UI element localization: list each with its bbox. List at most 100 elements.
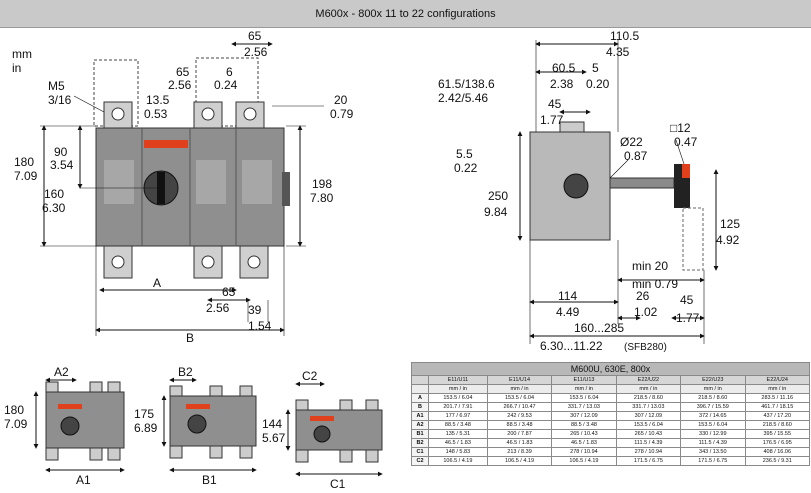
dim-b2: B2 xyxy=(178,365,193,379)
unit-cell: mm / in xyxy=(551,384,617,394)
table-cell: 218.5 / 8.60 xyxy=(680,393,746,403)
table-cell: 213 / 8.39 xyxy=(486,447,553,457)
table-cell: 111.5 / 4.39 xyxy=(615,438,682,448)
dim-160-285-in: 6.30...11.22 xyxy=(540,339,603,353)
table-cell: 148 / 5.83 xyxy=(428,447,488,457)
table-cell: 307 / 12.09 xyxy=(551,411,617,421)
table-cell: 331.7 / 13.03 xyxy=(551,402,617,412)
side-view: 110.5 4.35 61.5/138.6 2.42/5.46 60.5 2.3… xyxy=(438,29,740,353)
dim-a-180-in: 7.09 xyxy=(4,417,28,431)
bolt-icon xyxy=(201,107,215,121)
dim-65-top-in: 2.56 xyxy=(244,45,268,59)
dim-c1: C1 xyxy=(330,477,346,491)
config-b-body xyxy=(169,395,257,447)
table-cell: 218.5 / 8.60 xyxy=(744,420,810,430)
dim-12: □12 xyxy=(670,121,691,135)
dim-12-in: 0.47 xyxy=(674,135,698,149)
table-cell: 242 / 9.53 xyxy=(486,411,553,421)
dim-65-bot: 65 xyxy=(222,285,236,299)
table-cell: 88.5 / 3.48 xyxy=(551,420,617,430)
table-corner xyxy=(411,375,429,385)
handle-icon xyxy=(563,173,589,199)
table-cell: 46.5 / 1.83 xyxy=(551,438,617,448)
dim-90: 90 xyxy=(54,145,68,159)
table-row-label: B2 xyxy=(411,438,429,448)
dim-61-in: 2.42/5.46 xyxy=(438,91,488,105)
config-a-body xyxy=(45,391,125,449)
table-cell: 153.5 / 6.04 xyxy=(551,393,617,403)
dim-5: 5 xyxy=(592,61,599,75)
dim-b-175: 175 xyxy=(134,407,154,421)
dim-a: A xyxy=(153,276,161,290)
dim-13-in: 0.53 xyxy=(144,107,168,121)
table-col-header: E22/U24 xyxy=(744,375,810,385)
table-cell: 218.5 / 8.60 xyxy=(615,393,682,403)
dim-c-144-in: 5.67 xyxy=(262,431,286,445)
dim-39: 39 xyxy=(248,303,262,317)
table-col-header: E22/U22 xyxy=(615,375,682,385)
dim-60-in: 2.38 xyxy=(550,77,574,91)
dim-a1: A1 xyxy=(76,473,91,487)
unit-cell: mm / in xyxy=(615,384,682,394)
table-cell: 106.5 / 4.19 xyxy=(486,456,553,466)
unit-in: in xyxy=(12,61,21,75)
dim-45-in: 1.77 xyxy=(540,113,564,127)
table-cell: 135 / 5.31 xyxy=(428,429,488,439)
table-cell: 106.5 / 4.19 xyxy=(551,456,617,466)
table-cell: 396.7 / 15.59 xyxy=(680,402,746,412)
bolt-icon xyxy=(243,107,257,121)
table-cell: 46.5 / 1.83 xyxy=(428,438,488,448)
table-cell: 88.5 / 3.48 xyxy=(486,420,553,430)
table-cell: 171.5 / 6.75 xyxy=(680,456,746,466)
dim-180-in: 7.09 xyxy=(14,169,38,183)
bolt-icon xyxy=(247,255,261,269)
table-cell: 278 / 10.94 xyxy=(615,447,682,457)
table-cell: 153.5 / 6.04 xyxy=(680,420,746,430)
dim-22: Ø22 xyxy=(620,135,643,149)
table-cell: 437 / 17.20 xyxy=(744,411,810,421)
dim-125: 125 xyxy=(720,217,740,231)
dim-65-top: 65 xyxy=(248,29,262,43)
bolt-icon xyxy=(111,107,125,121)
dim-c2: C2 xyxy=(302,369,318,383)
dimension-table: M600U, 630E, 800x E11/U11 E11/U14 E11/U1… xyxy=(411,362,810,466)
dim-45b: 45 xyxy=(680,293,694,307)
table-row-label: B xyxy=(411,402,429,412)
table-cell: 201.7 / 7.91 xyxy=(428,402,488,412)
page-title: M600x - 800x 11 to 22 configurations xyxy=(0,0,811,28)
sfb-note: (SFB280) xyxy=(624,342,667,353)
config-c-body xyxy=(295,409,383,451)
dim-min20-in: min 0.79 xyxy=(632,277,678,291)
table-cell: 265 / 10.43 xyxy=(551,429,617,439)
dim-m5: M5 xyxy=(48,79,65,93)
dim-110-in: 4.35 xyxy=(606,45,630,59)
dim-198-in: 7.80 xyxy=(310,191,334,205)
table-row-label: C2 xyxy=(411,456,429,466)
unit-cell: mm / in xyxy=(428,384,488,394)
table-cell: 153.5 / 6.04 xyxy=(486,393,553,403)
dim-180: 180 xyxy=(14,155,34,169)
table-col-header: E11/U14 xyxy=(486,375,553,385)
unit-cell: mm / in xyxy=(744,384,810,394)
table-cell: 236.5 / 9.31 xyxy=(744,456,810,466)
table-cell: 265 / 10.43 xyxy=(615,429,682,439)
table-row-label: A2 xyxy=(411,420,429,430)
config-b: B2 175 6.89 B1 xyxy=(134,365,257,487)
table-cell: 283.5 / 11.16 xyxy=(744,393,810,403)
dim-110: 110.5 xyxy=(610,29,639,43)
table-cell: 343 / 13.50 xyxy=(680,447,746,457)
bolt-icon xyxy=(111,255,125,269)
dim-b-175-in: 6.89 xyxy=(134,421,158,435)
table-cell: 372 / 14.65 xyxy=(680,411,746,421)
table-col-header: E22/U23 xyxy=(680,375,746,385)
dim-22-in: 0.87 xyxy=(624,149,648,163)
table-cell: 331.7 / 13.03 xyxy=(615,402,682,412)
dim-5-5: 5.5 xyxy=(456,147,473,161)
dim-b: B xyxy=(186,331,194,345)
dim-160: 160 xyxy=(44,187,64,201)
